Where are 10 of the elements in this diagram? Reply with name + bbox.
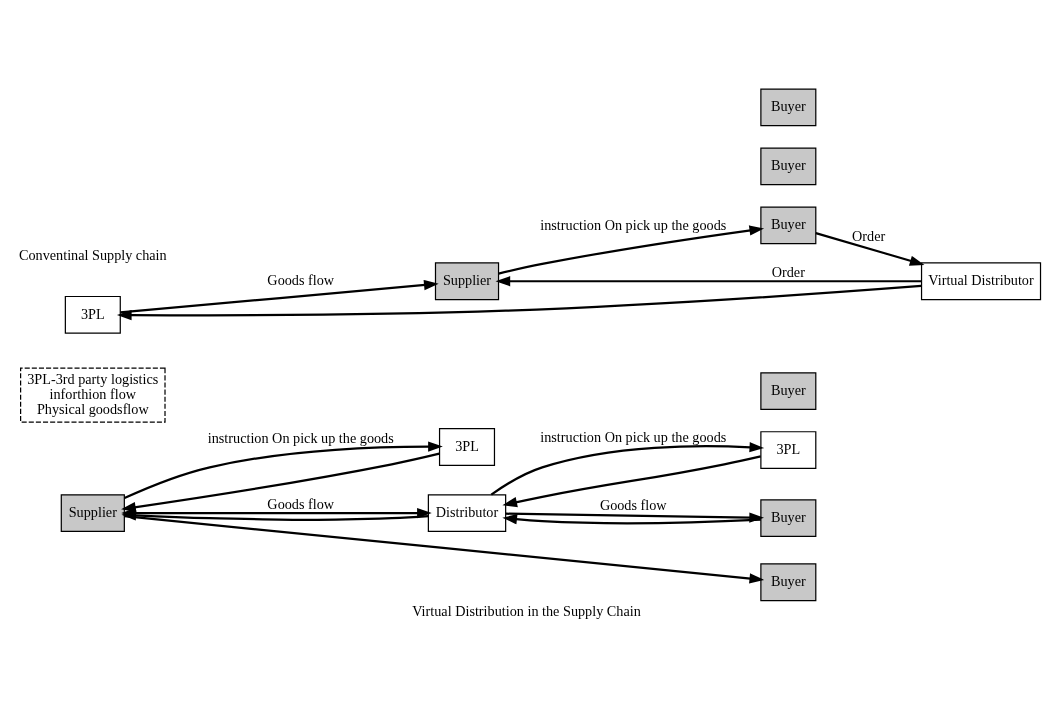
caption: Virtual Distribution in the Supply Chain xyxy=(412,603,641,619)
edge-label: Goods flow xyxy=(267,496,335,513)
edge-label: Goods flow xyxy=(599,497,667,514)
label: Conventinal Supply chain xyxy=(18,246,167,263)
edge-label: instruction On pick up the goods xyxy=(207,430,394,447)
edge-label: instruction On pick up the goods xyxy=(540,429,727,446)
edge-label: Order xyxy=(771,264,805,281)
edge-label: Goods flow xyxy=(267,271,335,288)
edge-label: instruction On pick up the goods xyxy=(540,216,727,233)
edge-label: Order xyxy=(852,227,886,244)
